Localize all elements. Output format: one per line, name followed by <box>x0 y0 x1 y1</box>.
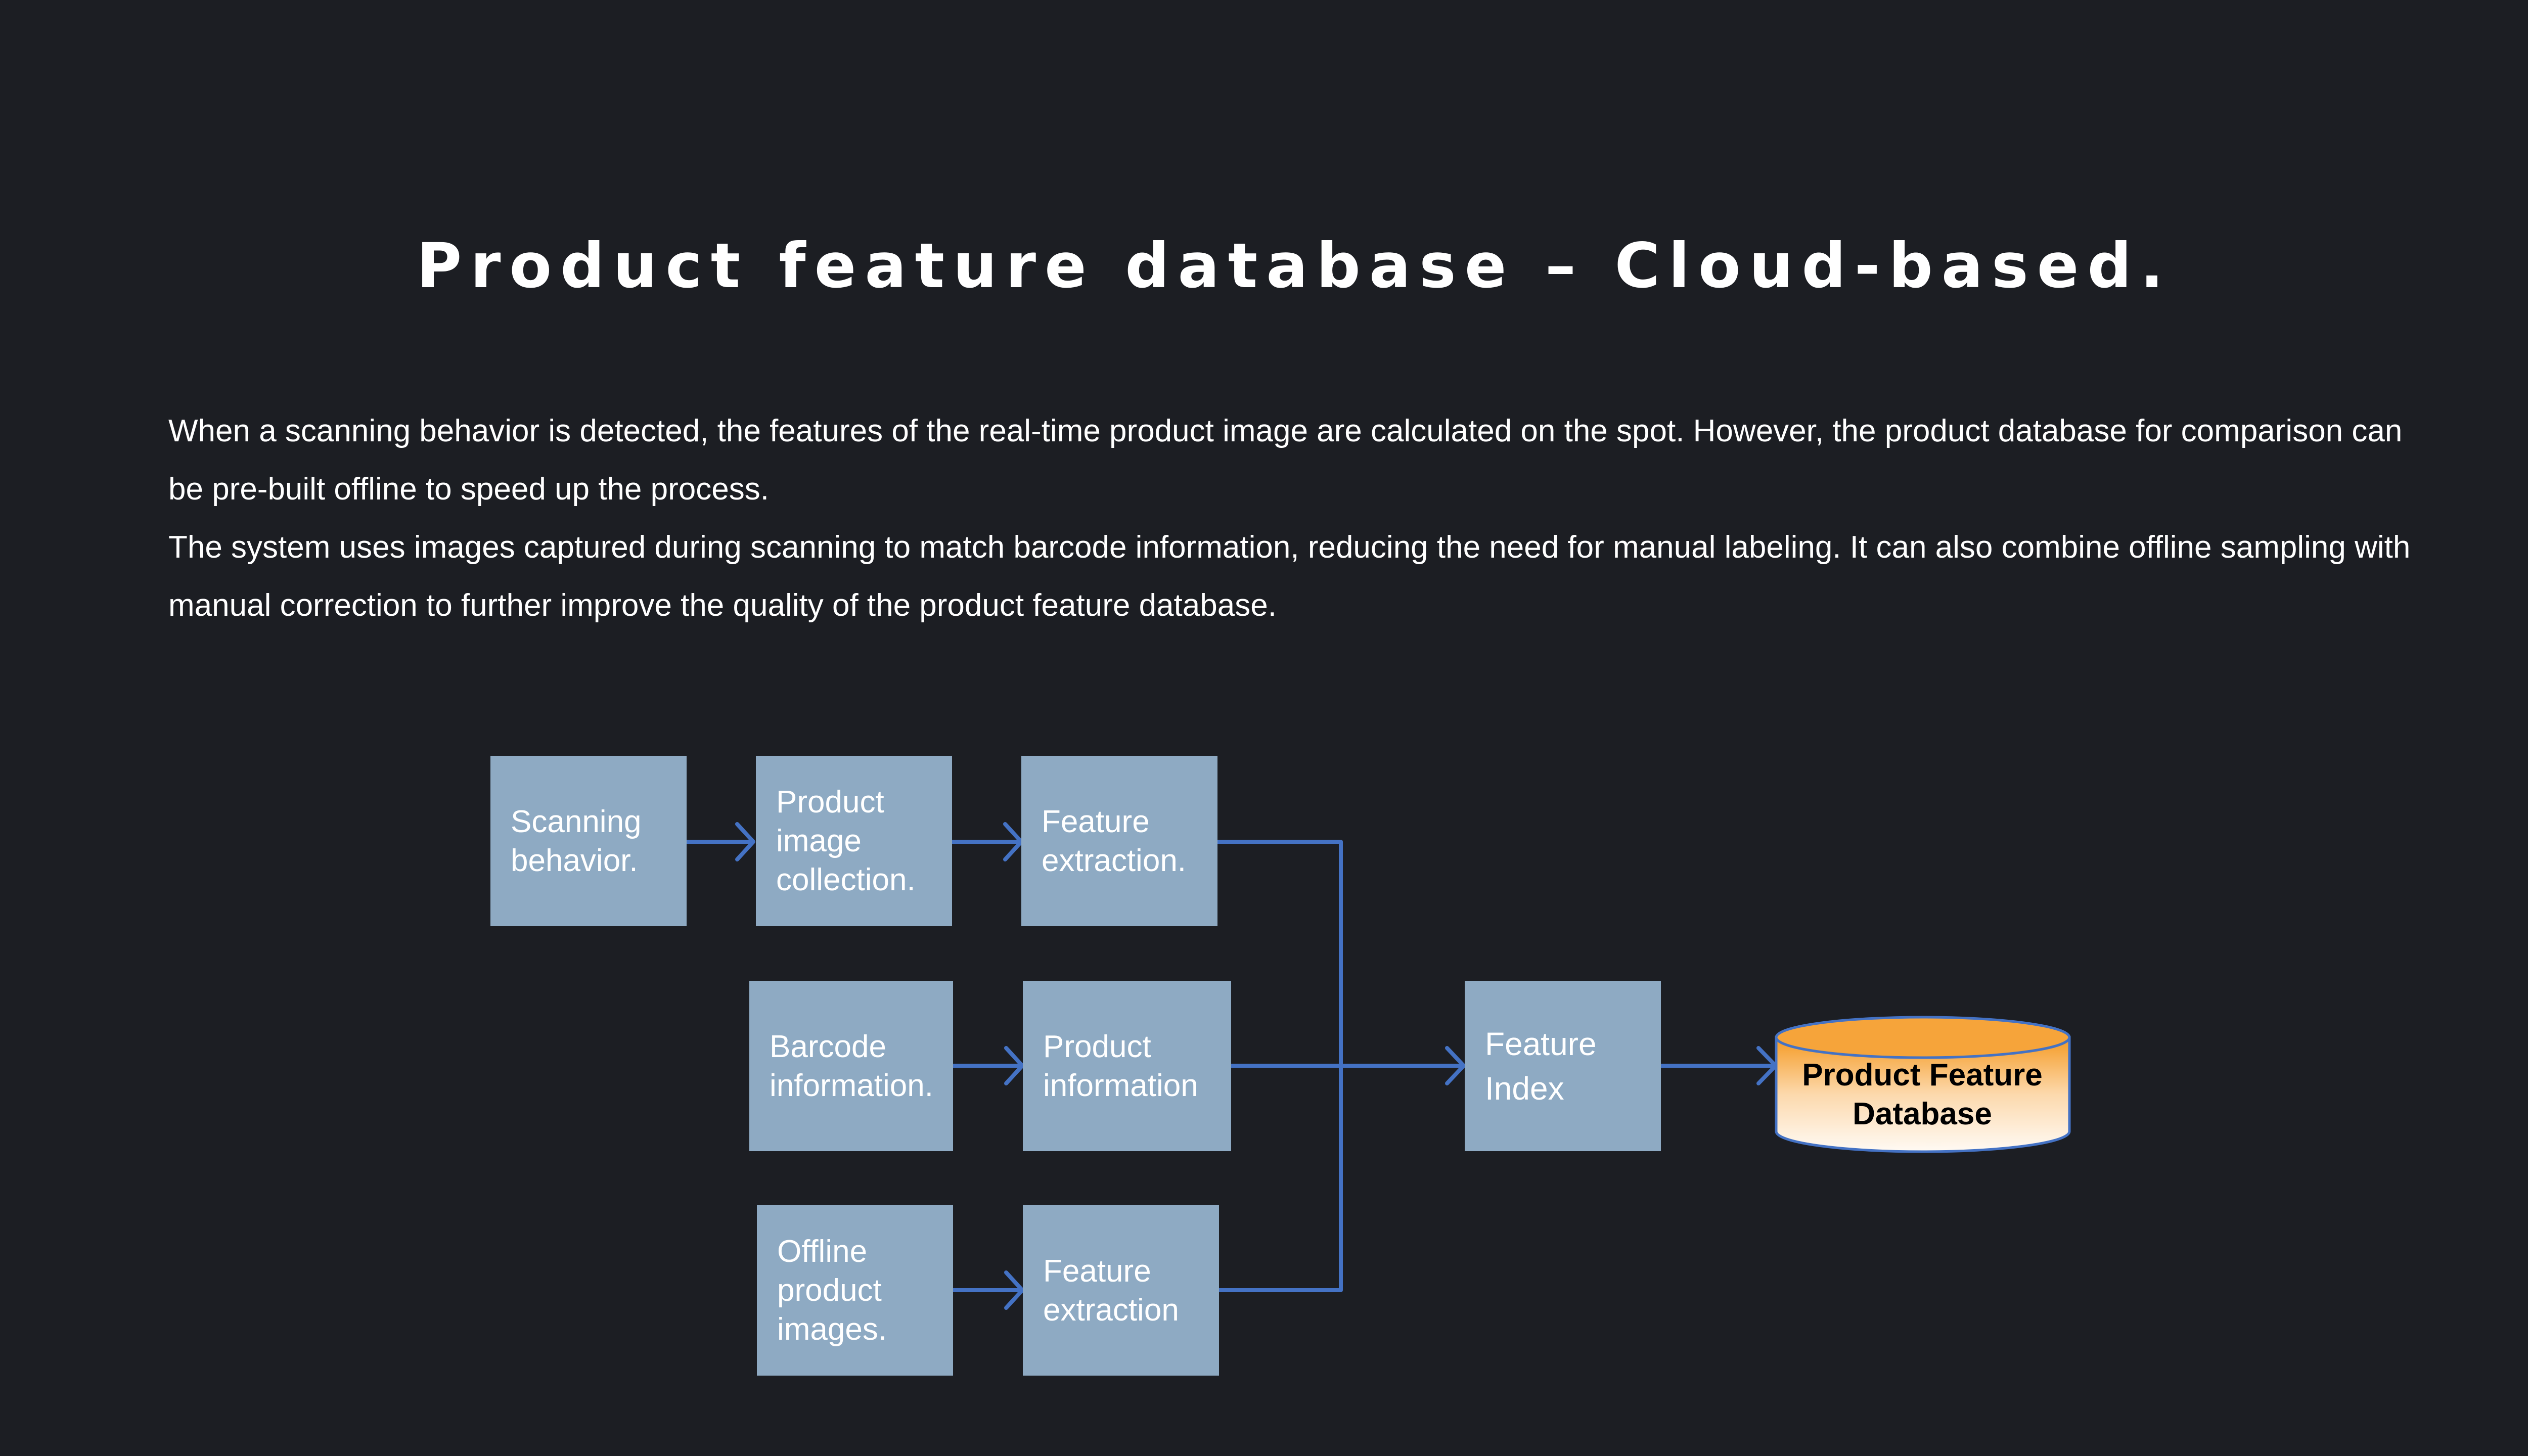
node-feature-extraction-1: Feature extraction. <box>1021 756 1217 926</box>
arrowhead <box>1004 1270 1024 1310</box>
paragraph-1: When a scanning behavior is detected, th… <box>168 414 2403 507</box>
node-scanning-behavior: Scanning behavior. <box>490 756 687 926</box>
slide-title: Product feature database – Cloud-based. <box>416 230 2173 302</box>
node-label: Feature extraction <box>1043 1253 1179 1328</box>
node-product-image-collection: Product image collection. <box>756 756 952 926</box>
node-label: Product information <box>1043 1029 1198 1103</box>
node-label: Barcode information. <box>770 1029 933 1103</box>
node-label: Feature extraction. <box>1042 804 1187 878</box>
node-label: Feature Index <box>1485 1025 1597 1107</box>
arrowhead <box>1004 1046 1024 1085</box>
node-label: Product image collection. <box>776 785 916 897</box>
node-label: Scanning behavior. <box>511 804 642 878</box>
database-label: Product Feature Database <box>1802 1058 2043 1131</box>
node-feature-index: Feature Index <box>1465 981 1661 1151</box>
arrowhead <box>735 822 755 861</box>
node-barcode-information: Barcode information. <box>749 981 953 1151</box>
node-offline-product-images: Offline product images. <box>757 1205 953 1376</box>
arrowhead <box>1445 1046 1466 1085</box>
node-product-information: Product information <box>1023 981 1231 1151</box>
node-label: Offline product images. <box>777 1234 887 1347</box>
node-feature-extraction-2: Feature extraction <box>1023 1205 1219 1376</box>
paragraph-2: The system uses images captured during s… <box>168 530 2411 623</box>
database-cylinder <box>1775 1016 2071 1153</box>
